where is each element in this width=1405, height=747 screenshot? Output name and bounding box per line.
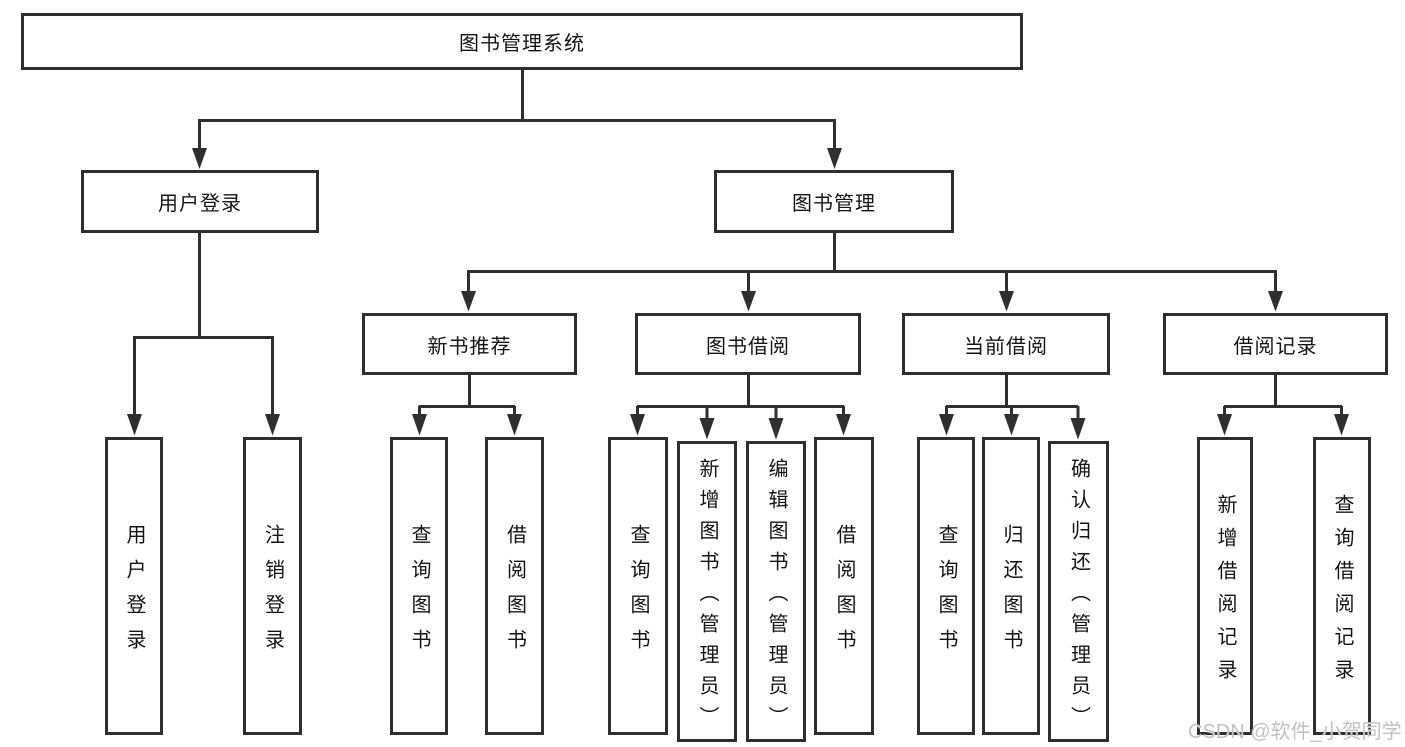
leaf-return-books: 归还图书 [982, 437, 1040, 735]
node-label: 图书管理系统 [459, 33, 585, 55]
connector-new-book-split [412, 375, 522, 436]
leaf-label: 借阅图书 [503, 523, 526, 664]
connector-book-management-split [461, 233, 1283, 312]
leaf-add-borrow-record: 新增借阅记录 [1197, 437, 1253, 735]
node-user-login: 用户登录 [81, 170, 319, 233]
connector-book-borrow-split [630, 375, 851, 440]
leaf-label: 查询图书 [408, 523, 430, 664]
node-label: 新书推荐 [427, 335, 512, 358]
leaf-query-borrow-record: 查询借阅记录 [1313, 437, 1371, 735]
node-new-book-recommend: 新书推荐 [362, 313, 577, 375]
leaf-label: 新增借阅记录 [1214, 493, 1236, 692]
leaf-label: 查询图书 [627, 523, 649, 664]
leaf-label: 编辑图书（管理员） [765, 457, 787, 737]
leaf-logout-login: 注销登录 [243, 437, 302, 735]
leaf-label: 注销登录 [261, 523, 284, 664]
node-borrow-record: 借阅记录 [1163, 313, 1388, 375]
leaf-edit-book-admin: 编辑图书（管理员） [746, 441, 806, 742]
node-book-borrow: 图书借阅 [635, 313, 861, 375]
node-book-management: 图书管理 [714, 170, 954, 233]
node-book-management-system: 图书管理系统 [21, 13, 1023, 70]
node-label: 图书借阅 [706, 335, 790, 358]
node-label: 图书管理 [792, 193, 876, 215]
connector-root-split [192, 70, 842, 169]
leaf-label: 确认归还（管理员） [1067, 457, 1090, 737]
node-current-borrow: 当前借阅 [902, 313, 1110, 375]
connector-current-borrow-split [939, 375, 1086, 440]
leaf-borrow-books: 借阅图书 [814, 437, 874, 735]
watermark-text: CSDN @软件_小贺同学 [1188, 721, 1402, 743]
leaf-user-login: 用户登录 [105, 437, 163, 735]
leaf-label: 新增图书（管理员） [696, 457, 718, 737]
leaf-borrow-books: 借阅图书 [485, 437, 544, 735]
connector-borrow-record-split [1217, 375, 1349, 436]
leaf-label: 查询图书 [935, 523, 957, 664]
leaf-confirm-return-admin: 确认归还（管理员） [1048, 441, 1109, 742]
leaf-label: 查询借阅记录 [1331, 493, 1353, 692]
node-label: 借阅记录 [1233, 335, 1318, 358]
node-label: 用户登录 [158, 193, 242, 215]
connector-user-login-split [127, 233, 280, 436]
leaf-query-books: 查询图书 [390, 437, 448, 735]
leaf-query-books: 查询图书 [917, 437, 975, 735]
leaf-label: 用户登录 [123, 523, 145, 664]
leaf-label: 借阅图书 [833, 523, 855, 664]
node-label: 当前借阅 [964, 335, 1048, 358]
leaf-query-books: 查询图书 [608, 437, 668, 735]
leaf-add-book-admin: 新增图书（管理员） [677, 441, 737, 742]
leaf-label: 归还图书 [1000, 523, 1022, 664]
